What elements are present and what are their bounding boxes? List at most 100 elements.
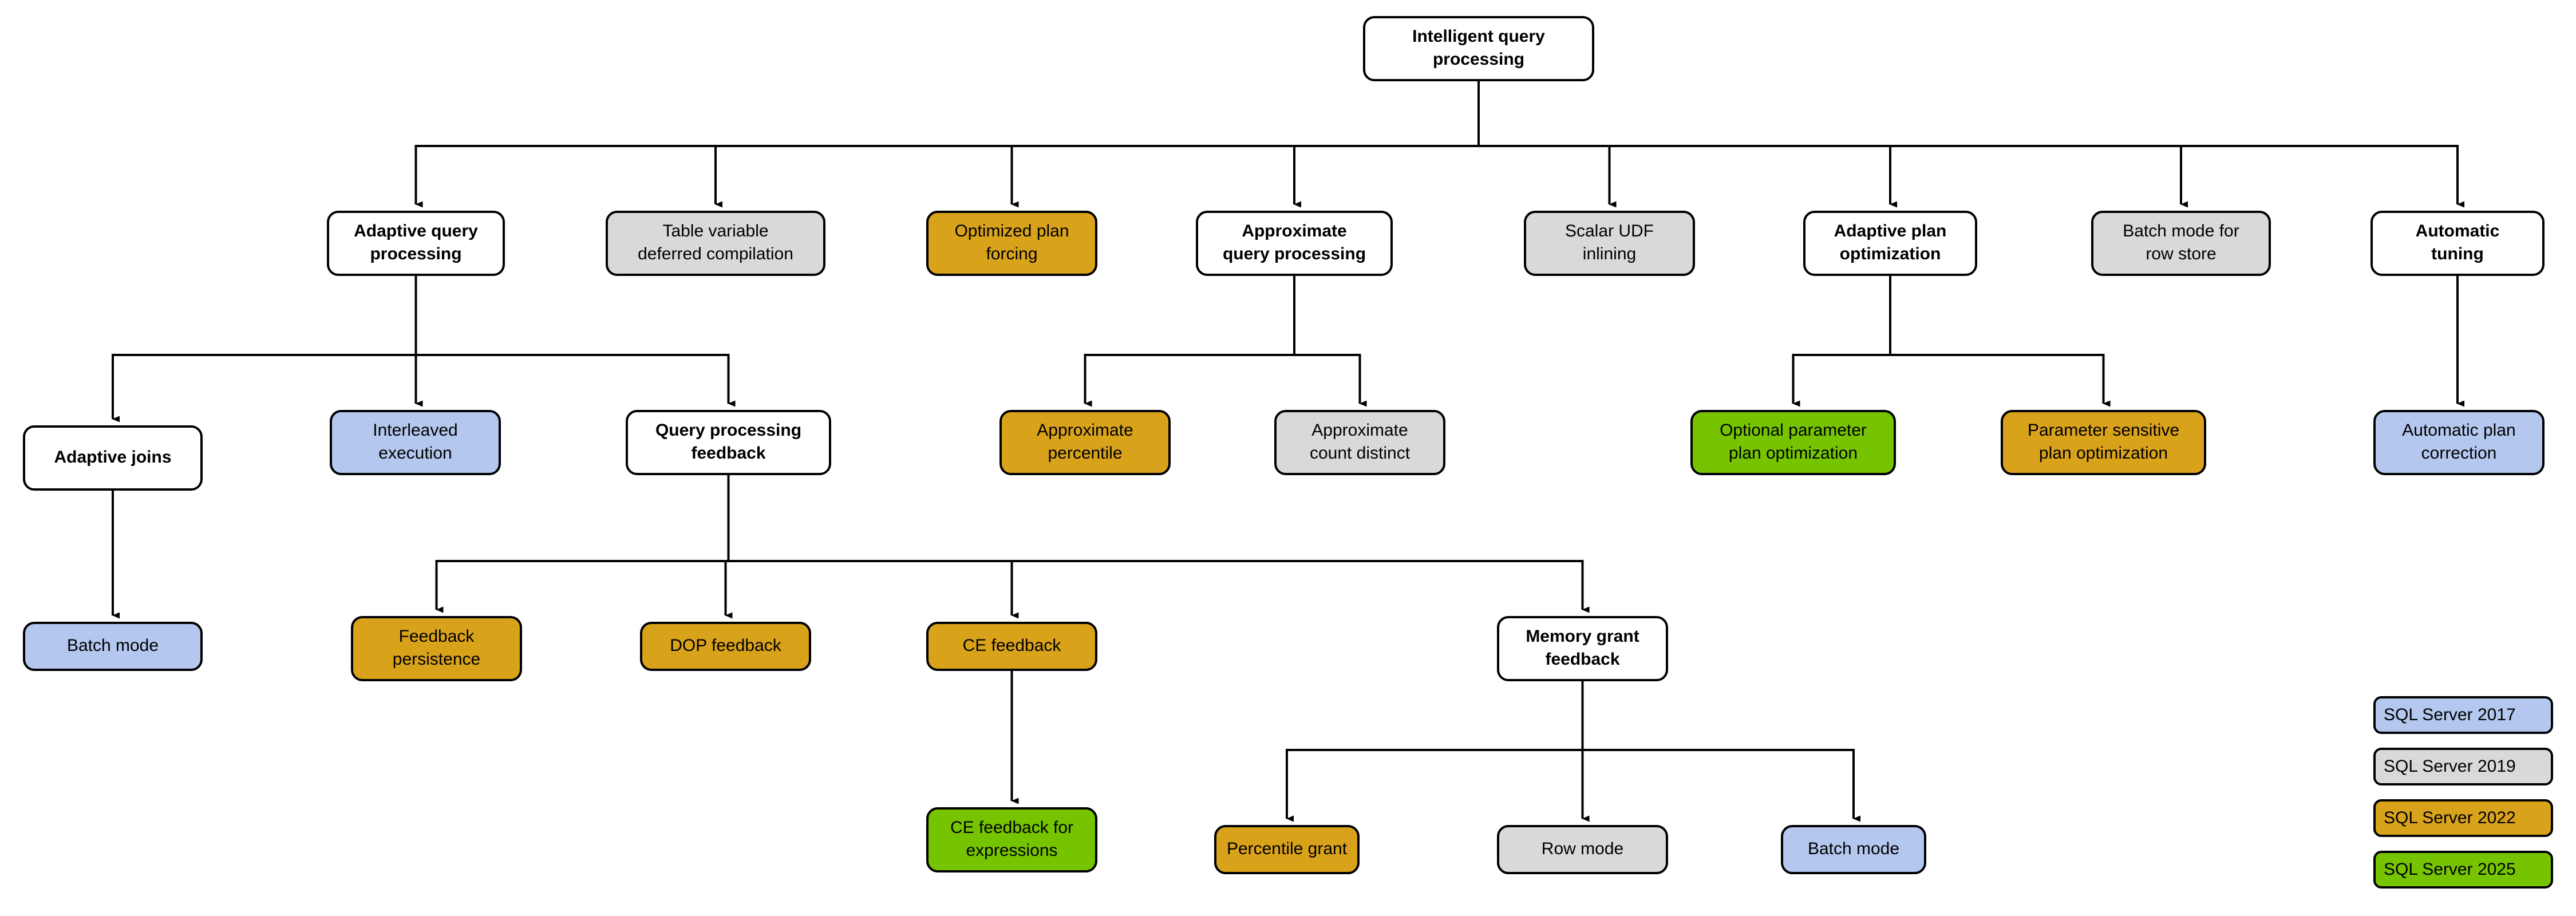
edge-root-to-bmrs <box>1477 80 2188 208</box>
node-box-batchmode2 <box>1781 825 1926 874</box>
node-box-adaptjoins <box>23 425 203 491</box>
edge-mgf-to-batchmode2 <box>1581 680 1860 822</box>
node-label-batchmode2: Batch mode <box>1808 839 1899 858</box>
legend-swatch-sql2017_blue <box>2373 696 2553 734</box>
edge-approxqp-to-approxpct <box>1084 275 1295 407</box>
node-batchmode2[interactable]: Batch mode <box>1781 825 1926 874</box>
node-box-pctgrant <box>1214 825 1360 874</box>
edge-aqp-to-adaptjoins <box>112 275 417 423</box>
node-box-opf <box>926 211 1097 276</box>
edge-qpf-to-mgf <box>727 474 1590 613</box>
node-box-qpf <box>626 410 831 475</box>
legend-label-2: SQL Server 2022 <box>2384 808 2516 827</box>
edge-apo-to-oppo <box>1792 275 1891 407</box>
node-box-approxqp <box>1196 211 1393 276</box>
node-box-dopfb <box>640 622 811 671</box>
node-box-aqp <box>327 211 505 276</box>
node-batchmode1[interactable]: Batch mode <box>23 622 203 671</box>
node-box-rowmode <box>1497 825 1668 874</box>
node-label-batchmode1: Batch mode <box>67 636 159 655</box>
node-box-tvdc <box>606 211 825 276</box>
edge-root-to-autotune <box>1477 80 2464 208</box>
node-box-oppo <box>1690 410 1896 475</box>
legend-swatch-sql2019_gray <box>2373 748 2553 785</box>
edge-apo-to-pspo <box>1889 275 2111 407</box>
node-box-cefbexpr <box>926 807 1097 872</box>
node-box-apc <box>2373 410 2545 475</box>
node-box-pspo <box>2001 410 2206 475</box>
edge-aqp-to-qpf <box>414 275 736 407</box>
edges-layer <box>112 80 2464 822</box>
legend-swatch-sql2025_green <box>2373 851 2553 889</box>
legend-item-3: SQL Server 2025 <box>2373 851 2553 889</box>
node-box-sudf <box>1524 211 1695 276</box>
node-box-bmrs <box>2091 211 2271 276</box>
node-adaptjoins[interactable]: Adaptive joins <box>23 425 203 491</box>
edge-root-to-sudf <box>1477 80 1617 208</box>
node-box-interleaved <box>330 410 501 475</box>
node-box-fbpersist <box>351 616 522 681</box>
legend-item-0: SQL Server 2017 <box>2373 696 2553 734</box>
edge-root-to-tvdc <box>714 80 1480 208</box>
node-box-autotune <box>2370 211 2545 276</box>
legend-item-2: SQL Server 2022 <box>2373 799 2553 837</box>
edge-root-to-opf <box>1010 80 1480 208</box>
node-box-batchmode1 <box>23 622 203 671</box>
edge-qpf-to-fbpersist <box>435 474 730 613</box>
node-cefb[interactable]: CE feedback <box>926 622 1097 671</box>
edge-root-to-aqp <box>414 80 1480 208</box>
node-box-cefb <box>926 622 1097 671</box>
node-pctgrant[interactable]: Percentile grant <box>1214 825 1360 874</box>
node-label-dopfb: DOP feedback <box>670 636 782 655</box>
node-rowmode[interactable]: Row mode <box>1497 825 1668 874</box>
legend-item-1: SQL Server 2019 <box>2373 748 2553 785</box>
node-dopfb[interactable]: DOP feedback <box>640 622 811 671</box>
edge-root-to-approxqp <box>1293 80 1480 208</box>
legend-swatch-sql2022_orange <box>2373 799 2553 837</box>
legend-label-3: SQL Server 2025 <box>2384 860 2516 879</box>
node-box-root <box>1363 16 1594 81</box>
node-label-pctgrant: Percentile grant <box>1227 839 1348 858</box>
node-label-cefb: CE feedback <box>963 636 1062 655</box>
legend-label-1: SQL Server 2019 <box>2384 757 2516 776</box>
edge-root-to-apo <box>1477 80 1897 208</box>
node-box-approxpct <box>999 410 1171 475</box>
node-box-apo <box>1803 211 1977 276</box>
